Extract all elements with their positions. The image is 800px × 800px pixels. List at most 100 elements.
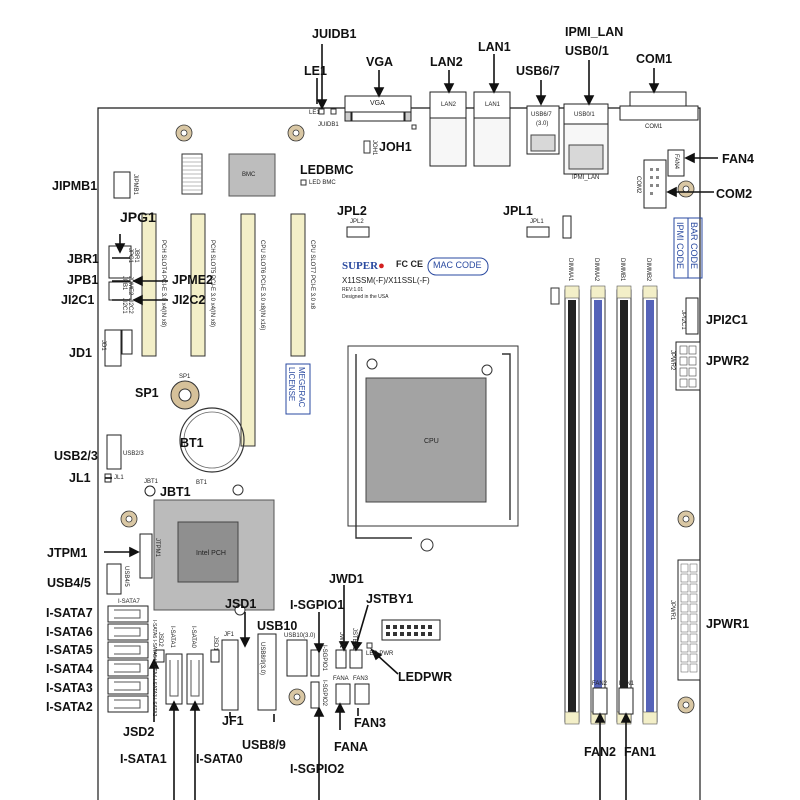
silk-jd1: JD1 <box>100 340 106 351</box>
silk-sp1: SP1 <box>179 374 191 380</box>
silk-jwd1: JWD1 <box>338 632 344 649</box>
silk-jl1: JL1 <box>114 475 124 481</box>
license-text: LICENSE <box>287 367 296 402</box>
silk-fana: FANA <box>333 676 349 682</box>
silk-jpg1: JPG1 <box>127 248 133 264</box>
silk-ipmi-lan: IPMI_LAN <box>572 175 600 181</box>
silk-fan1: FAN1 <box>619 681 635 687</box>
silk-fan4: FAN4 <box>673 154 679 170</box>
pcie-slots <box>141 213 306 447</box>
mac-code: MAC CODE <box>433 260 482 270</box>
silk-jstby1: JSTBY1 <box>351 628 357 651</box>
silk-slot6: CPU SLOT6 PCI-E 3.0 x8(IN x16) <box>259 240 265 331</box>
fan1-header <box>618 687 634 715</box>
pch-heatsink <box>153 484 275 616</box>
callout-fana: FANA <box>334 740 369 754</box>
callout-ipmi-lan: IPMI_LAN <box>565 25 624 39</box>
callout-jpb1: JPB1 <box>67 273 99 287</box>
silk-isata7: I-SATA7 <box>118 599 140 605</box>
silk-bt1: BT1 <box>196 480 208 486</box>
callout-isata1: I-SATA1 <box>120 752 167 766</box>
silk-usb23: USB2/3 <box>123 451 144 457</box>
callout-usb67: USB6/7 <box>516 64 560 78</box>
callout-jpwr1: JPWR1 <box>706 617 750 631</box>
bar-code-text: BAR CODE <box>689 222 699 270</box>
silk-dimmb2: DIMMB2 <box>645 258 651 282</box>
callout-jsd1: JSD1 <box>225 597 257 611</box>
callout-isata7: I-SATA7 <box>46 606 93 620</box>
silk-jpme2: JPME2 <box>127 276 133 296</box>
callout-jd1: JD1 <box>69 346 92 360</box>
callout-usb23: USB2/3 <box>54 449 98 463</box>
callout-isata6: I-SATA6 <box>46 625 93 639</box>
callout-isata0: I-SATA0 <box>196 752 243 766</box>
silk-le1: LE1 <box>309 110 320 116</box>
callout-isata3: I-SATA3 <box>46 681 93 695</box>
callout-jtpm1: JTPM1 <box>47 546 88 560</box>
silk-bmc: BMC <box>242 172 256 178</box>
fcc-ce-marks: FC CE <box>396 259 423 269</box>
usb45-header <box>106 563 122 595</box>
silk-jpi2c1: JPI2C1 <box>680 310 686 330</box>
brand-text: SUPER <box>342 260 379 272</box>
jpl1-jumper <box>526 226 550 238</box>
silk-jpwr2: JPWR2 <box>669 350 675 371</box>
callout-vga: VGA <box>366 55 394 69</box>
silk-led-pwr: LED PWR <box>366 651 394 657</box>
callout-jstby1: JSTBY1 <box>366 592 414 606</box>
silk-dimmb1: DIMMB1 <box>619 258 625 282</box>
lan2-port <box>429 91 467 167</box>
jsd2-header <box>154 649 165 663</box>
leader-lines <box>104 44 718 800</box>
megerac-text: MEGERAC <box>297 367 306 408</box>
callout-jl1: JL1 <box>69 471 91 485</box>
callout-joh1: JOH1 <box>379 140 412 154</box>
silk-usb67b: (3.0) <box>536 121 549 127</box>
com2-header <box>643 159 667 209</box>
mounting-holes <box>120 124 695 714</box>
board-rev: REV:1.01 <box>342 287 364 293</box>
silk-com1: COM1 <box>645 124 663 130</box>
silk-jipmb1: JIPMB1 <box>132 174 138 196</box>
silk-jpb1: JPB1 <box>121 276 127 291</box>
callout-jf1: JF1 <box>222 714 244 728</box>
vga-port <box>344 95 412 122</box>
callout-fan3: FAN3 <box>354 716 386 730</box>
silk-usb45: USB4/5 <box>123 566 129 587</box>
callout-fan4: FAN4 <box>722 152 754 166</box>
callout-ledpwr: LEDPWR <box>398 670 453 684</box>
jf1-header <box>221 639 239 711</box>
callout-jpi2c1: JPI2C1 <box>706 313 748 327</box>
silk-slot4: PCH SLOT4 PCI-E 3.0 x4(IN x8) <box>160 240 166 328</box>
jwd1-header <box>335 649 347 669</box>
silk-lan1: LAN1 <box>485 102 501 108</box>
callout-juidb1: JUIDB1 <box>312 27 357 41</box>
callout-sp1: SP1 <box>135 386 159 400</box>
board-origin: Designed in the USA <box>342 294 389 300</box>
jsd1-header <box>210 649 220 663</box>
silk-usb10: USB10(3.0) <box>284 633 316 639</box>
isgpio1-header <box>310 649 320 677</box>
bar-code-box <box>687 217 703 279</box>
fan2-header <box>592 687 608 715</box>
brand-logo: SUPER● <box>342 260 385 272</box>
callout-usb45: USB4/5 <box>47 576 91 590</box>
silk-intel-pch: Intel PCH <box>196 550 226 557</box>
callout-jbr1: JBR1 <box>67 252 99 266</box>
silk-isgpio2: I-SGPIO2 <box>321 680 327 707</box>
jstby1-header <box>349 649 363 669</box>
callout-usb01: USB0/1 <box>565 44 609 58</box>
silk-jpwr1: JPWR1 <box>669 600 675 621</box>
silk-sata-group: I-SATA6 I-SATA5 I-SATA4 I-SATA3 I-SATA2 <box>151 620 157 717</box>
callout-jbt1: JBT1 <box>160 485 191 499</box>
callout-usb89: USB8/9 <box>242 738 286 752</box>
silk-juidb1: JUIDB1 <box>318 122 339 128</box>
silk-jf1: JF1 <box>224 632 235 638</box>
silk-fan3: FAN3 <box>353 676 369 682</box>
jpi2c1-header <box>685 297 699 335</box>
fana-header <box>335 683 351 705</box>
silk-vga: VGA <box>370 100 385 107</box>
callout-jwd1: JWD1 <box>329 572 364 586</box>
ipmi-code-text: IPMI CODE <box>675 222 685 270</box>
silk-slot5: PCH SLOT5 PCI-E 3.0 x4(IN x8) <box>209 240 215 328</box>
